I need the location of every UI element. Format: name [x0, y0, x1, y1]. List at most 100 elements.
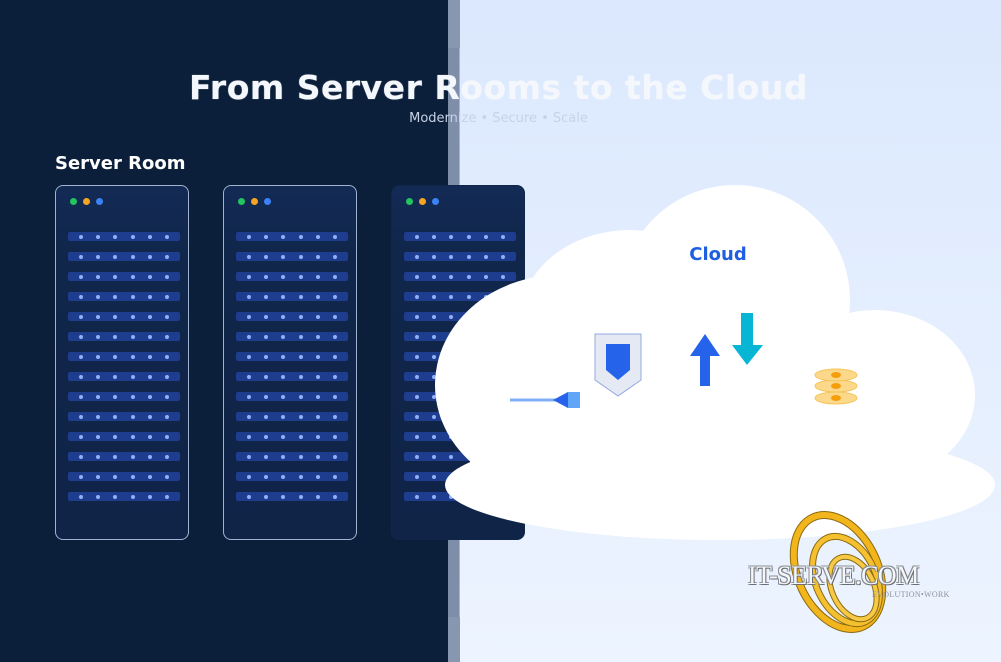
rack-led: [501, 254, 506, 259]
rack-led: [431, 454, 436, 459]
rack-led: [263, 314, 268, 319]
rack-led: [263, 454, 268, 459]
rack-unit-row: [68, 432, 180, 441]
rack-led: [95, 334, 100, 339]
rack-led: [113, 374, 118, 379]
shield-icon: [594, 333, 642, 397]
status-light-green: [238, 198, 245, 205]
rack-led: [95, 234, 100, 239]
rack-led: [165, 394, 170, 399]
rack-led: [298, 454, 303, 459]
rack-led: [333, 294, 338, 299]
rack-unit-row: [404, 272, 516, 281]
rack-led: [263, 394, 268, 399]
rack-led: [246, 394, 251, 399]
rack-led: [130, 354, 135, 359]
status-light-blue: [432, 198, 439, 205]
server-rack: [223, 185, 357, 540]
rack-led: [263, 254, 268, 259]
rack-led: [147, 254, 152, 259]
status-light-amber: [419, 198, 426, 205]
rack-led: [147, 494, 152, 499]
rack-led: [414, 394, 419, 399]
rack-led: [333, 274, 338, 279]
rack-led: [414, 374, 419, 379]
rack-led: [147, 234, 152, 239]
rack-led: [431, 474, 436, 479]
rack-led: [281, 474, 286, 479]
rack-led: [281, 234, 286, 239]
rack-led: [95, 494, 100, 499]
rack-led: [333, 314, 338, 319]
rack-led: [333, 454, 338, 459]
rack-led: [246, 414, 251, 419]
rack-led: [281, 274, 286, 279]
rack-led: [333, 254, 338, 259]
rack-led: [95, 474, 100, 479]
rack-led: [298, 334, 303, 339]
rack-led: [246, 374, 251, 379]
rack-led: [113, 354, 118, 359]
rack-led: [113, 294, 118, 299]
rack-led: [165, 234, 170, 239]
rack-led: [130, 394, 135, 399]
rack-led: [147, 334, 152, 339]
rack-led: [281, 414, 286, 419]
rack-led: [281, 434, 286, 439]
rack-led: [113, 434, 118, 439]
rack-led: [466, 234, 471, 239]
rack-led: [165, 494, 170, 499]
rack-unit-row: [236, 412, 348, 421]
page-subtitle: Modernize • Secure • Scale: [409, 111, 588, 126]
rack-led: [414, 414, 419, 419]
rack-led: [263, 434, 268, 439]
rack-led: [113, 474, 118, 479]
rack-led: [95, 434, 100, 439]
rack-led: [113, 234, 118, 239]
rack-led: [431, 234, 436, 239]
network-cable-icon: [510, 392, 580, 408]
rack-led: [333, 474, 338, 479]
rack-led: [333, 374, 338, 379]
rack-led: [281, 254, 286, 259]
rack-led: [130, 294, 135, 299]
rack-led: [78, 454, 83, 459]
server-rack: [55, 185, 189, 540]
rack-led: [449, 274, 454, 279]
rack-led: [78, 234, 83, 239]
logo-rings-icon: [789, 511, 887, 633]
rack-led: [130, 254, 135, 259]
rack-led: [431, 434, 436, 439]
rack-led: [113, 314, 118, 319]
rack-led: [78, 254, 83, 259]
rack-led: [130, 414, 135, 419]
rack-led: [246, 274, 251, 279]
rack-led: [414, 434, 419, 439]
rack-status-lights: [238, 198, 271, 205]
status-light-green: [406, 198, 413, 205]
rack-led: [315, 274, 320, 279]
rack-led: [414, 274, 419, 279]
rack-led: [431, 274, 436, 279]
cloud-label: Cloud: [689, 244, 747, 265]
rack-led: [431, 334, 436, 339]
rack-led: [78, 314, 83, 319]
rack-led: [298, 354, 303, 359]
status-light-amber: [83, 198, 90, 205]
logo-text: IT-SERVE.COM: [748, 561, 919, 590]
rack-led: [78, 474, 83, 479]
rack-led: [147, 394, 152, 399]
rack-unit-row: [68, 232, 180, 241]
rack-led: [130, 454, 135, 459]
rack-led: [333, 394, 338, 399]
rack-led: [78, 354, 83, 359]
rack-unit-row: [68, 492, 180, 501]
rack-led: [165, 434, 170, 439]
rack-led: [263, 474, 268, 479]
rack-led: [431, 394, 436, 399]
rack-led: [78, 294, 83, 299]
rack-led: [246, 494, 251, 499]
rack-led: [130, 274, 135, 279]
rack-unit-row: [68, 392, 180, 401]
